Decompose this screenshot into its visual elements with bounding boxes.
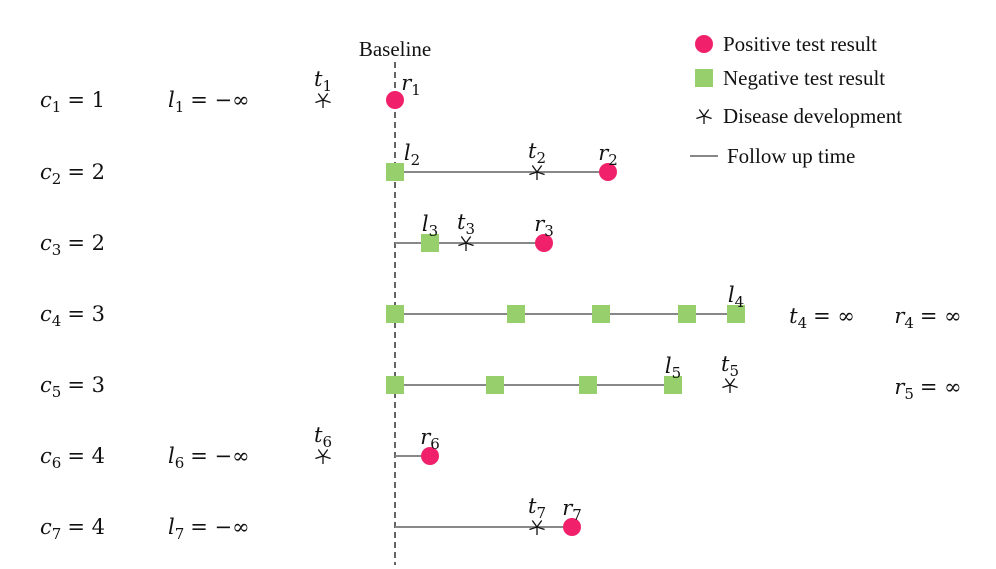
event-label: t7	[528, 494, 546, 522]
positive-result-marker	[535, 234, 553, 252]
negative-result-marker	[727, 305, 745, 323]
event-label: r2	[598, 141, 618, 169]
row-c1: c1= 1 l1= −∞ t1 r1	[40, 67, 421, 116]
event-label: l3	[422, 212, 438, 240]
event-label: r6	[420, 425, 440, 453]
disease-development-marker	[529, 520, 545, 535]
disease-development-marker	[315, 449, 331, 464]
group-label: c6= 4	[40, 444, 105, 472]
negative-result-marker	[592, 305, 610, 323]
event-label: l2	[404, 141, 420, 169]
left-censor-label: l6= −∞	[168, 444, 250, 472]
row-c6: c6= 4 l6= −∞ t6 r6	[40, 423, 440, 472]
event-label: t3	[457, 210, 475, 238]
event-label: r3	[534, 212, 554, 240]
negative-result-marker	[386, 376, 404, 394]
row-c5: c5= 3 r5= ∞ l5 t5	[40, 352, 962, 403]
group-label: c1= 1	[40, 88, 105, 116]
event-label: r7	[562, 496, 582, 524]
legend-item: Positive test result	[695, 32, 877, 56]
left-censor-label: l7= −∞	[168, 515, 250, 543]
right-censor-label: t4= ∞	[789, 304, 855, 332]
legend-label: Negative test result	[723, 66, 885, 90]
negative-result-marker	[678, 305, 696, 323]
group-label: c5= 3	[40, 373, 105, 401]
group-label: c7= 4	[40, 515, 105, 543]
group-label: c4= 3	[40, 302, 105, 330]
event-label: l4	[728, 283, 744, 311]
right-censor-label: r5= ∞	[894, 375, 961, 403]
circle-icon	[695, 35, 713, 53]
disease-development-marker	[529, 165, 545, 180]
row-c3: c3= 2 l3 t3 r3	[40, 210, 554, 259]
baseline-label: Baseline	[359, 37, 431, 61]
positive-result-marker	[599, 163, 617, 181]
negative-result-marker	[507, 305, 525, 323]
row-c2: c2= 2 l2 t2 r2	[40, 139, 618, 188]
event-label: t6	[314, 423, 332, 451]
event-label: l5	[665, 354, 681, 382]
legend-label: Positive test result	[723, 32, 877, 56]
negative-result-marker	[579, 376, 597, 394]
event-label: t2	[528, 139, 546, 167]
legend-label: Disease development	[723, 104, 902, 128]
negative-result-marker	[421, 234, 439, 252]
disease-development-marker	[315, 93, 331, 108]
negative-result-marker	[664, 376, 682, 394]
disease-development-marker	[458, 236, 474, 251]
row-c4: c4= 3 t4= ∞ r4= ∞ l4	[40, 283, 962, 332]
group-label: c3= 2	[40, 231, 105, 259]
disease-development-marker	[722, 378, 738, 393]
square-icon	[695, 69, 713, 87]
event-label: r1	[401, 71, 421, 99]
negative-result-marker	[386, 163, 404, 181]
star-icon	[696, 109, 712, 124]
positive-result-marker	[421, 447, 439, 465]
legend-label: Follow up time	[727, 144, 855, 168]
group-label: c2= 2	[40, 160, 105, 188]
positive-result-marker	[563, 518, 581, 536]
positive-result-marker	[386, 91, 404, 109]
right-censor-label: r4= ∞	[894, 304, 961, 332]
left-censor-label: l1= −∞	[168, 88, 250, 116]
event-label: t5	[721, 352, 739, 380]
legend-item: Negative test result	[695, 66, 885, 90]
negative-result-marker	[486, 376, 504, 394]
negative-result-marker	[386, 305, 404, 323]
row-c7: c7= 4 l7= −∞ t7 r7	[40, 494, 582, 543]
legend-item: Follow up time	[690, 144, 855, 168]
event-label: t1	[314, 67, 332, 95]
legend-item: Disease development	[696, 104, 902, 128]
